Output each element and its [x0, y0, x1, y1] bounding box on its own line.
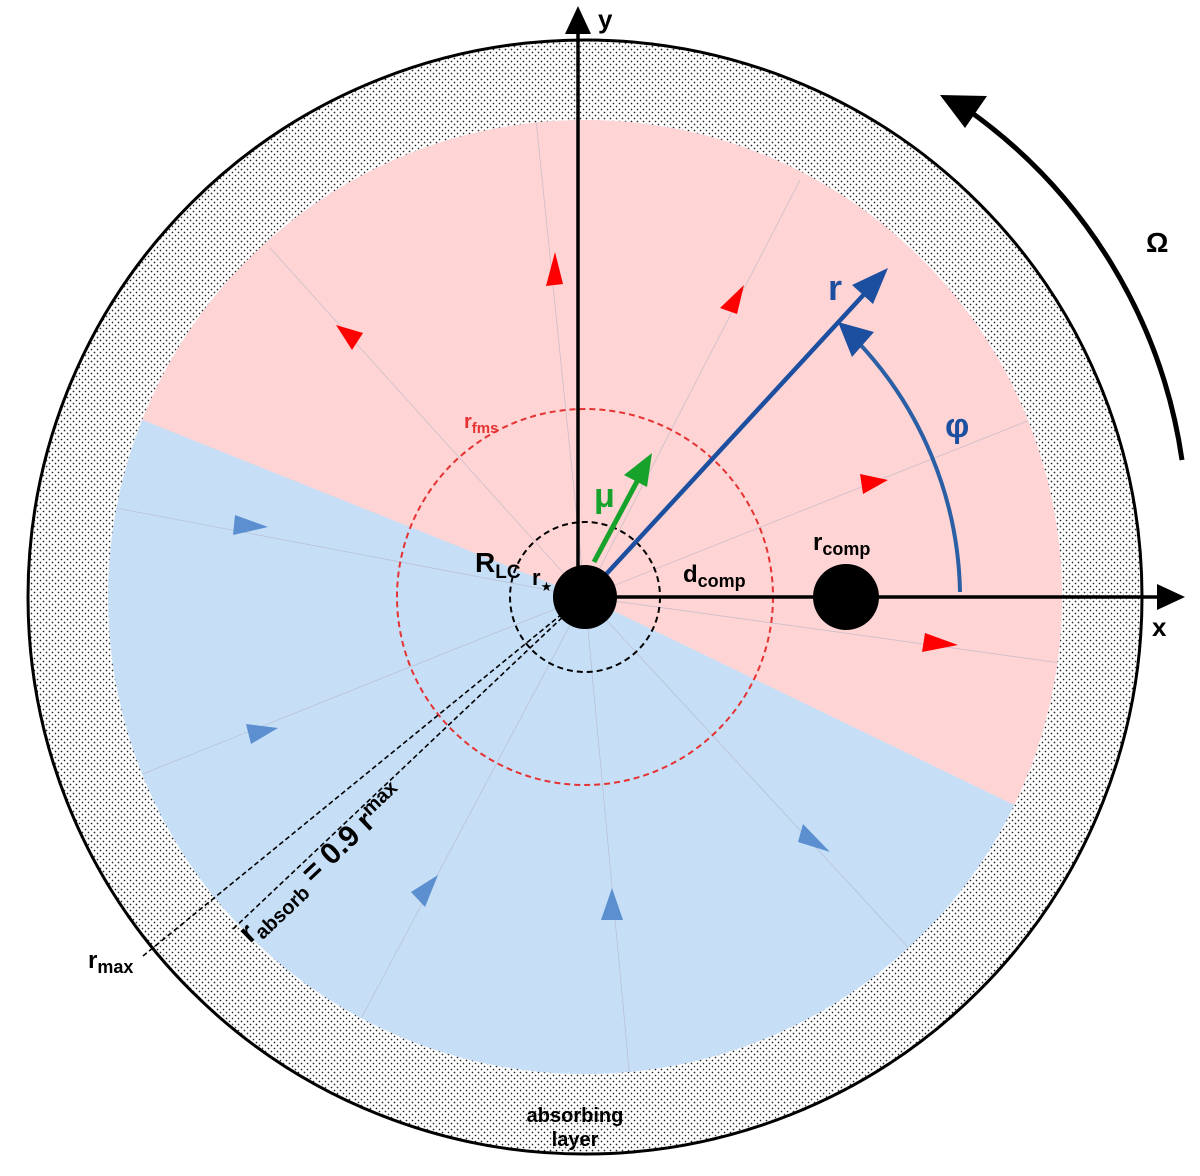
central-star [553, 565, 617, 629]
omega-label: Ω [1146, 227, 1168, 258]
blue-marker [411, 875, 438, 907]
r-comp-label: rcomp [813, 529, 870, 559]
r-max-line [142, 613, 563, 957]
red-marker [546, 252, 563, 286]
phi-arc [854, 338, 962, 593]
r-max-label: rmax [88, 947, 133, 977]
y-axis-label: y [598, 4, 613, 34]
omega-arrowhead [940, 95, 987, 128]
omega-arrow [966, 107, 1185, 461]
absorbing-layer-label-line2: layer [552, 1129, 599, 1151]
radial-grid [108, 120, 1062, 1074]
x-axis-label: x [1152, 612, 1167, 642]
x-axis-arrowhead [1157, 584, 1185, 610]
r-vector-label: r [828, 267, 842, 308]
blue-marker [798, 824, 830, 852]
red-marker [860, 474, 888, 494]
blue-marker [601, 888, 623, 920]
phi-label: φ [945, 407, 969, 445]
mu-vector-arrowhead [624, 453, 652, 487]
r-vector [596, 288, 870, 585]
mu-vector [591, 474, 643, 564]
mu-label: μ [594, 477, 615, 515]
phi-arc-arrowhead [838, 322, 874, 357]
blue-marker [246, 724, 278, 744]
red-marker [720, 285, 744, 314]
red-marker [336, 325, 363, 350]
y-axis-arrowhead [565, 6, 591, 34]
r-absorb-line [231, 611, 569, 931]
r-star-label: r★ [532, 565, 552, 594]
blue-marker [233, 515, 268, 535]
red-markers [336, 252, 958, 652]
red-marker [922, 633, 958, 652]
r-vector-arrowhead [852, 268, 888, 304]
r-lc-label: RLC [475, 547, 521, 583]
d-comp-label: dcomp [683, 561, 746, 591]
absorbing-layer-label-line1: absorbing [527, 1105, 624, 1127]
r-fms-label: rfms [464, 411, 498, 437]
blue-markers [233, 515, 830, 920]
companion [813, 564, 879, 630]
